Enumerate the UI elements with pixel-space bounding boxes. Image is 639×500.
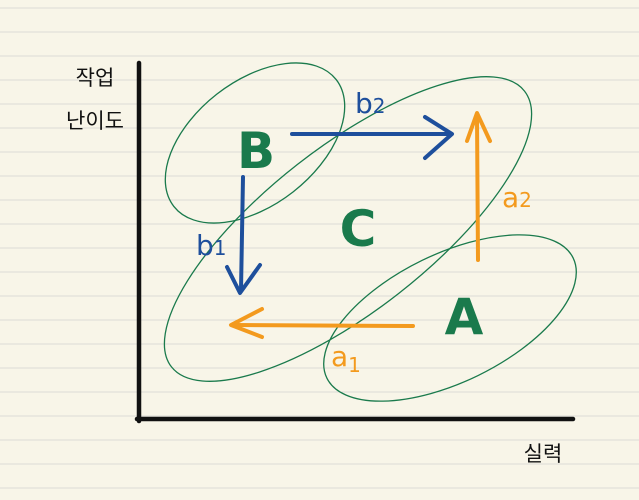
label-b1: b1 [196,229,227,262]
y-axis-label-line1: 작업 [76,66,115,90]
label-a2-sub: 2 [519,188,532,212]
region-a-label: A [445,288,484,346]
region-c-ellipse [163,76,533,382]
region-b-ellipse [164,62,346,224]
label-a1-base: a [331,340,348,373]
label-a2-base: a [502,181,519,214]
arrow-a2 [465,111,492,262]
label-b2-base: b [355,87,373,120]
label-b1-base: b [196,229,214,262]
label-b1-sub: 1 [214,236,227,260]
label-a1-sub: 1 [348,353,361,377]
arrow-a1 [229,307,415,339]
region-c-label: C [340,200,377,258]
region-b-label: B [237,122,275,180]
y-axis-label-line2: 난이도 [66,109,124,133]
arrow-b2 [290,115,454,160]
ruled-lines [0,7,639,489]
label-a2: a2 [502,181,532,214]
x-axis-label: 실력 [524,442,563,466]
region-a-ellipse [323,234,577,402]
label-b2: b2 [355,87,386,120]
label-b2-sub: 2 [373,94,386,118]
arrow-b1 [225,175,262,295]
label-a1: a1 [331,340,361,377]
